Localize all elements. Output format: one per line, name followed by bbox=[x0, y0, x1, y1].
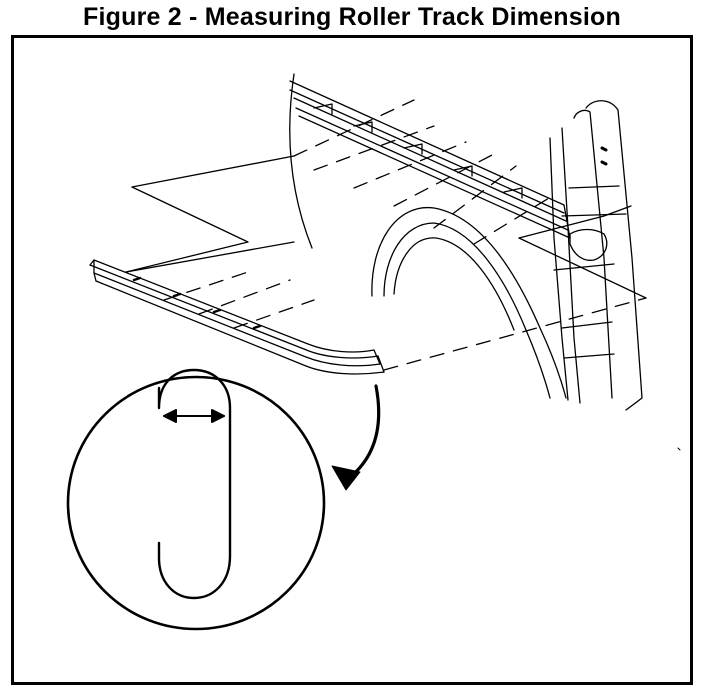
figure-title: Figure 2 - Measuring Roller Track Dimens… bbox=[83, 3, 621, 31]
measurement-plane-outline bbox=[125, 155, 295, 273]
lower-roller-track bbox=[89, 259, 385, 375]
door-frame-plane bbox=[518, 205, 647, 299]
detail-magnifier bbox=[66, 368, 326, 631]
stray-mark bbox=[677, 447, 681, 451]
dimension-arrow bbox=[163, 409, 225, 423]
van-body-rear-edge bbox=[289, 73, 313, 249]
door-pillar bbox=[549, 100, 643, 411]
wheel-well-arch bbox=[371, 207, 567, 399]
roller-track-illustration bbox=[66, 73, 681, 631]
callout-arrow bbox=[331, 384, 381, 491]
dashed-extension-lines bbox=[163, 99, 647, 371]
figure-frame bbox=[11, 35, 693, 685]
upper-roller-track bbox=[289, 80, 571, 239]
channel-profile bbox=[157, 368, 232, 600]
